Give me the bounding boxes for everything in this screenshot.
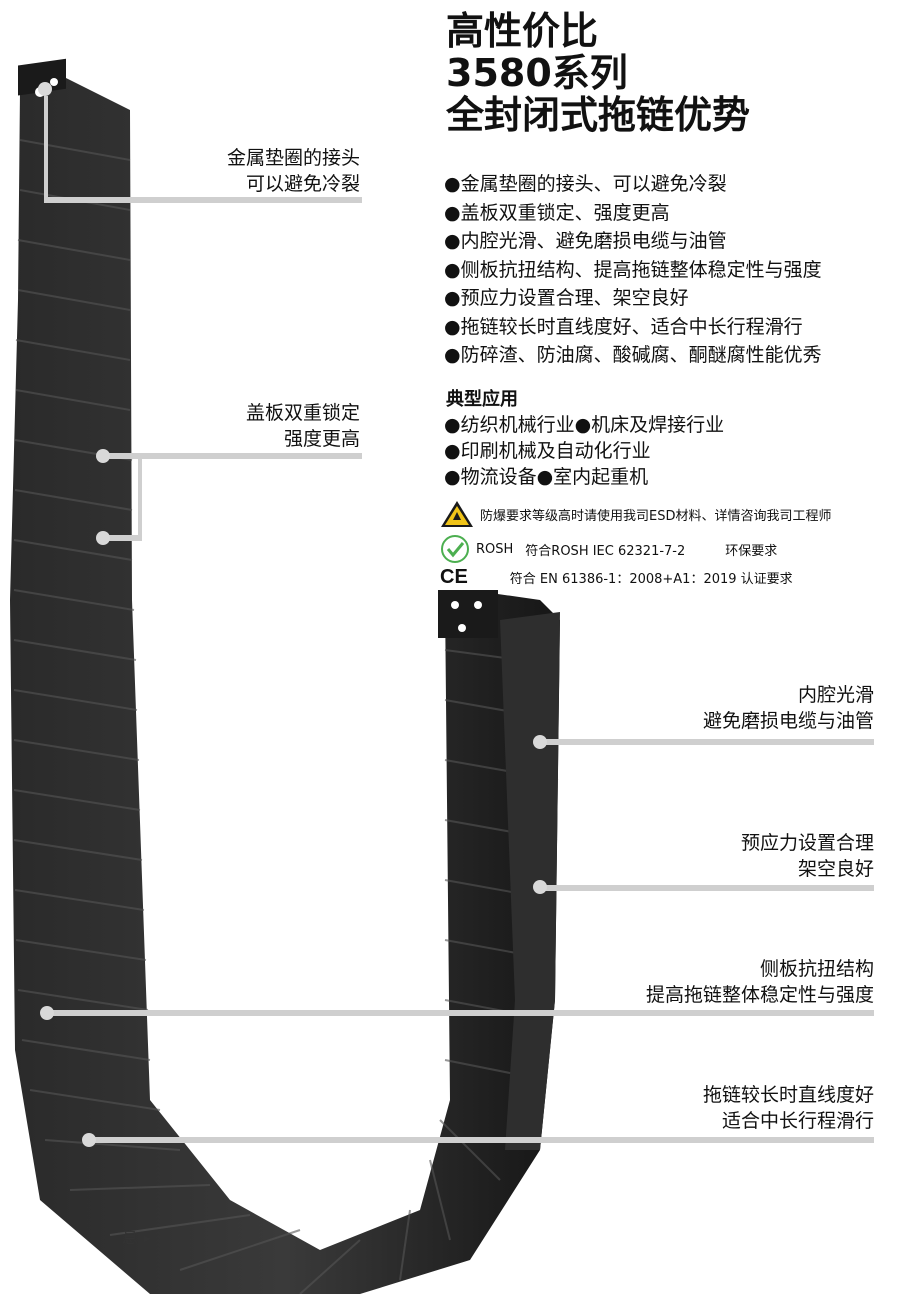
application-item: ●物流设备●室内起重机 (444, 466, 649, 488)
application-item: ●纺织机械行业●机床及焊接行业 (444, 414, 725, 436)
feature-item: ●拖链较长时直线度好、适合中长行程滑行 (444, 315, 803, 338)
callout-connector (44, 96, 48, 200)
callout-connector (108, 453, 362, 459)
rohs-text: 符合ROSH IEC 62321-7-2 (525, 543, 686, 559)
ce-text: 符合 EN 61386-1：2008+A1：2019 认证要求 (509, 572, 793, 587)
callout-dot (96, 449, 110, 463)
title-line-3: 全封闭式拖链优势 (446, 93, 751, 137)
callout-line-2: 提高拖链整体稳定性与强度 (645, 984, 874, 1006)
callout-connector (138, 453, 142, 539)
callout-dot (96, 531, 110, 545)
callout-line-1: 盖板双重锁定 (245, 402, 360, 424)
title-line-2: 3580系列 (446, 51, 628, 95)
esd-notice: 防爆要求等级高时请使用我司ESD材料、详情咨询我司工程师 (440, 500, 831, 528)
callout-line-2: 架空良好 (797, 858, 874, 880)
applications-heading: 典型应用 (446, 389, 518, 410)
callout-cover-lock: 盖板双重锁定 强度更高 (246, 400, 360, 452)
esd-text: 防爆要求等级高时请使用我司ESD材料、详情咨询我司工程师 (480, 508, 832, 524)
rohs-row: ROSH 符合ROSH IEC 62321-7-2 环保要求 (440, 534, 777, 564)
callout-line-1: 金属垫圈的接头 (226, 147, 360, 169)
callout-dot (40, 1006, 54, 1020)
callout-dot (533, 880, 547, 894)
callout-straightness: 拖链较长时直线度好 适合中长行程滑行 (703, 1082, 874, 1134)
rohs-suffix: 环保要求 (725, 543, 778, 559)
callout-connector (540, 885, 874, 891)
rohs-check-icon (441, 535, 469, 563)
callout-dot (533, 735, 547, 749)
feature-item: ●预应力设置合理、架空良好 (444, 287, 689, 309)
feature-item: ●内腔光滑、避免磨损电缆与油管 (444, 230, 727, 252)
callout-line-1: 侧板抗扭结构 (759, 958, 874, 980)
feature-item: ●盖板双重锁定、强度更高 (444, 201, 670, 224)
callout-line-2: 可以避免冷裂 (245, 173, 360, 195)
feature-item: ●金属垫圈的接头、可以避免冷裂 (444, 173, 727, 195)
ce-mark-icon: CE (440, 566, 468, 588)
callout-connector (108, 535, 142, 541)
callout-line-2: 强度更高 (283, 428, 360, 450)
callout-line-1: 拖链较长时直线度好 (702, 1084, 874, 1106)
callout-connector (88, 1137, 874, 1143)
callout-metal-washer: 金属垫圈的接头 可以避免冷裂 (227, 145, 360, 197)
rohs-label: ROSH (476, 541, 514, 557)
feature-item: ●侧板抗扭结构、提高拖链整体稳定性与强度 (444, 258, 822, 281)
callout-connector (44, 197, 362, 203)
callout-line-2: 避免磨损电缆与油管 (702, 710, 874, 732)
callout-dot (38, 82, 52, 96)
callout-dot (82, 1133, 96, 1147)
callout-connector (46, 1010, 874, 1016)
callout-line-1: 内腔光滑 (797, 684, 874, 706)
callout-line-1: 预应力设置合理 (740, 832, 874, 854)
esd-warning-icon (441, 501, 473, 527)
application-item: ●印刷机械及自动化行业 (444, 440, 651, 462)
feature-list: ●金属垫圈的接头、可以避免冷裂 ●盖板双重锁定、强度更高 ●内腔光滑、避免磨损电… (444, 170, 822, 370)
callout-smooth-cavity: 内腔光滑 避免磨损电缆与油管 (703, 682, 874, 734)
callout-torsion-resistant: 侧板抗扭结构 提高拖链整体稳定性与强度 (646, 956, 874, 1008)
callout-connector (540, 739, 874, 745)
title-block: 高性价比 3580系列 全封闭式拖链优势 (446, 10, 750, 136)
feature-item: ●防碎渣、防油腐、酸碱腐、酮醚腐性能优秀 (444, 344, 822, 366)
title-line-1: 高性价比 (446, 9, 599, 53)
callout-line-2: 适合中长行程滑行 (721, 1110, 874, 1132)
watermark-text: 息 ▸ (122, 1228, 152, 1247)
callout-prestress: 预应力设置合理 架空良好 (741, 830, 874, 882)
applications-list: ●纺织机械行业●机床及焊接行业 ●印刷机械及自动化行业 ●物流设备●室内起重机 (444, 412, 724, 490)
ce-row: CE 符合 EN 61386-1：2008+A1：2019 认证要求 (440, 566, 793, 589)
